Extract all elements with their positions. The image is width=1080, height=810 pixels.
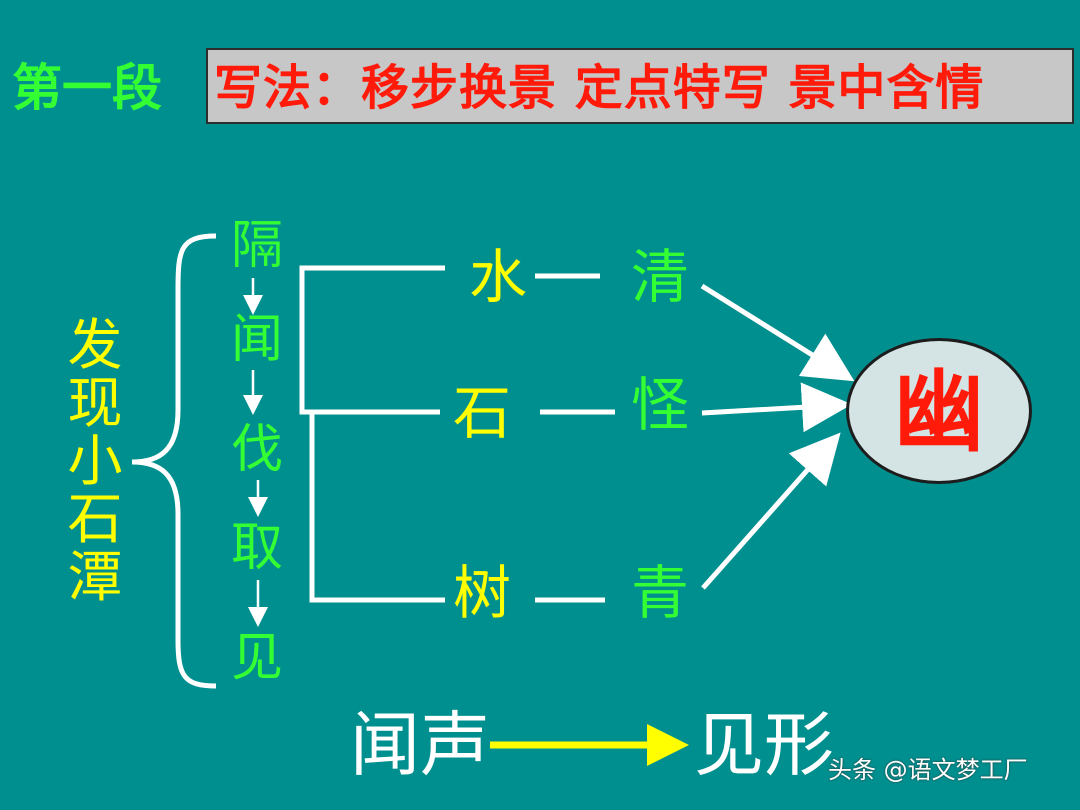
branch-bracket <box>299 265 445 603</box>
method-box <box>206 48 1074 124</box>
quality-strange: 怪 <box>630 371 689 439</box>
object-tree: 树 <box>452 559 511 627</box>
bottom-from: 闻声 <box>350 704 490 786</box>
center-word: 幽 <box>894 359 984 465</box>
step-2: 闻 <box>230 310 283 370</box>
step-1: 隔 <box>230 216 283 276</box>
left-brace <box>131 233 217 689</box>
step-3: 伐 <box>230 420 283 480</box>
method-text: 写法：移步换景 定点特写 景中含情 <box>214 60 985 116</box>
arrow-clear <box>700 283 855 382</box>
quality-clear: 清 <box>630 243 689 311</box>
arrow-green <box>701 432 841 590</box>
object-water: 水 <box>468 243 527 311</box>
vertical-title: 发现小石潭 <box>67 313 123 609</box>
center-bubble <box>846 338 1032 484</box>
step-4: 取 <box>230 518 283 578</box>
step-5: 见 <box>230 628 283 688</box>
quality-green: 青 <box>630 559 689 627</box>
watermark: 头条 @语文梦工厂 <box>828 756 1028 784</box>
section-label: 第一段 <box>12 58 162 117</box>
bottom-to: 见形 <box>694 704 834 786</box>
arrow-strange <box>701 382 852 433</box>
object-stone: 石 <box>452 379 511 447</box>
